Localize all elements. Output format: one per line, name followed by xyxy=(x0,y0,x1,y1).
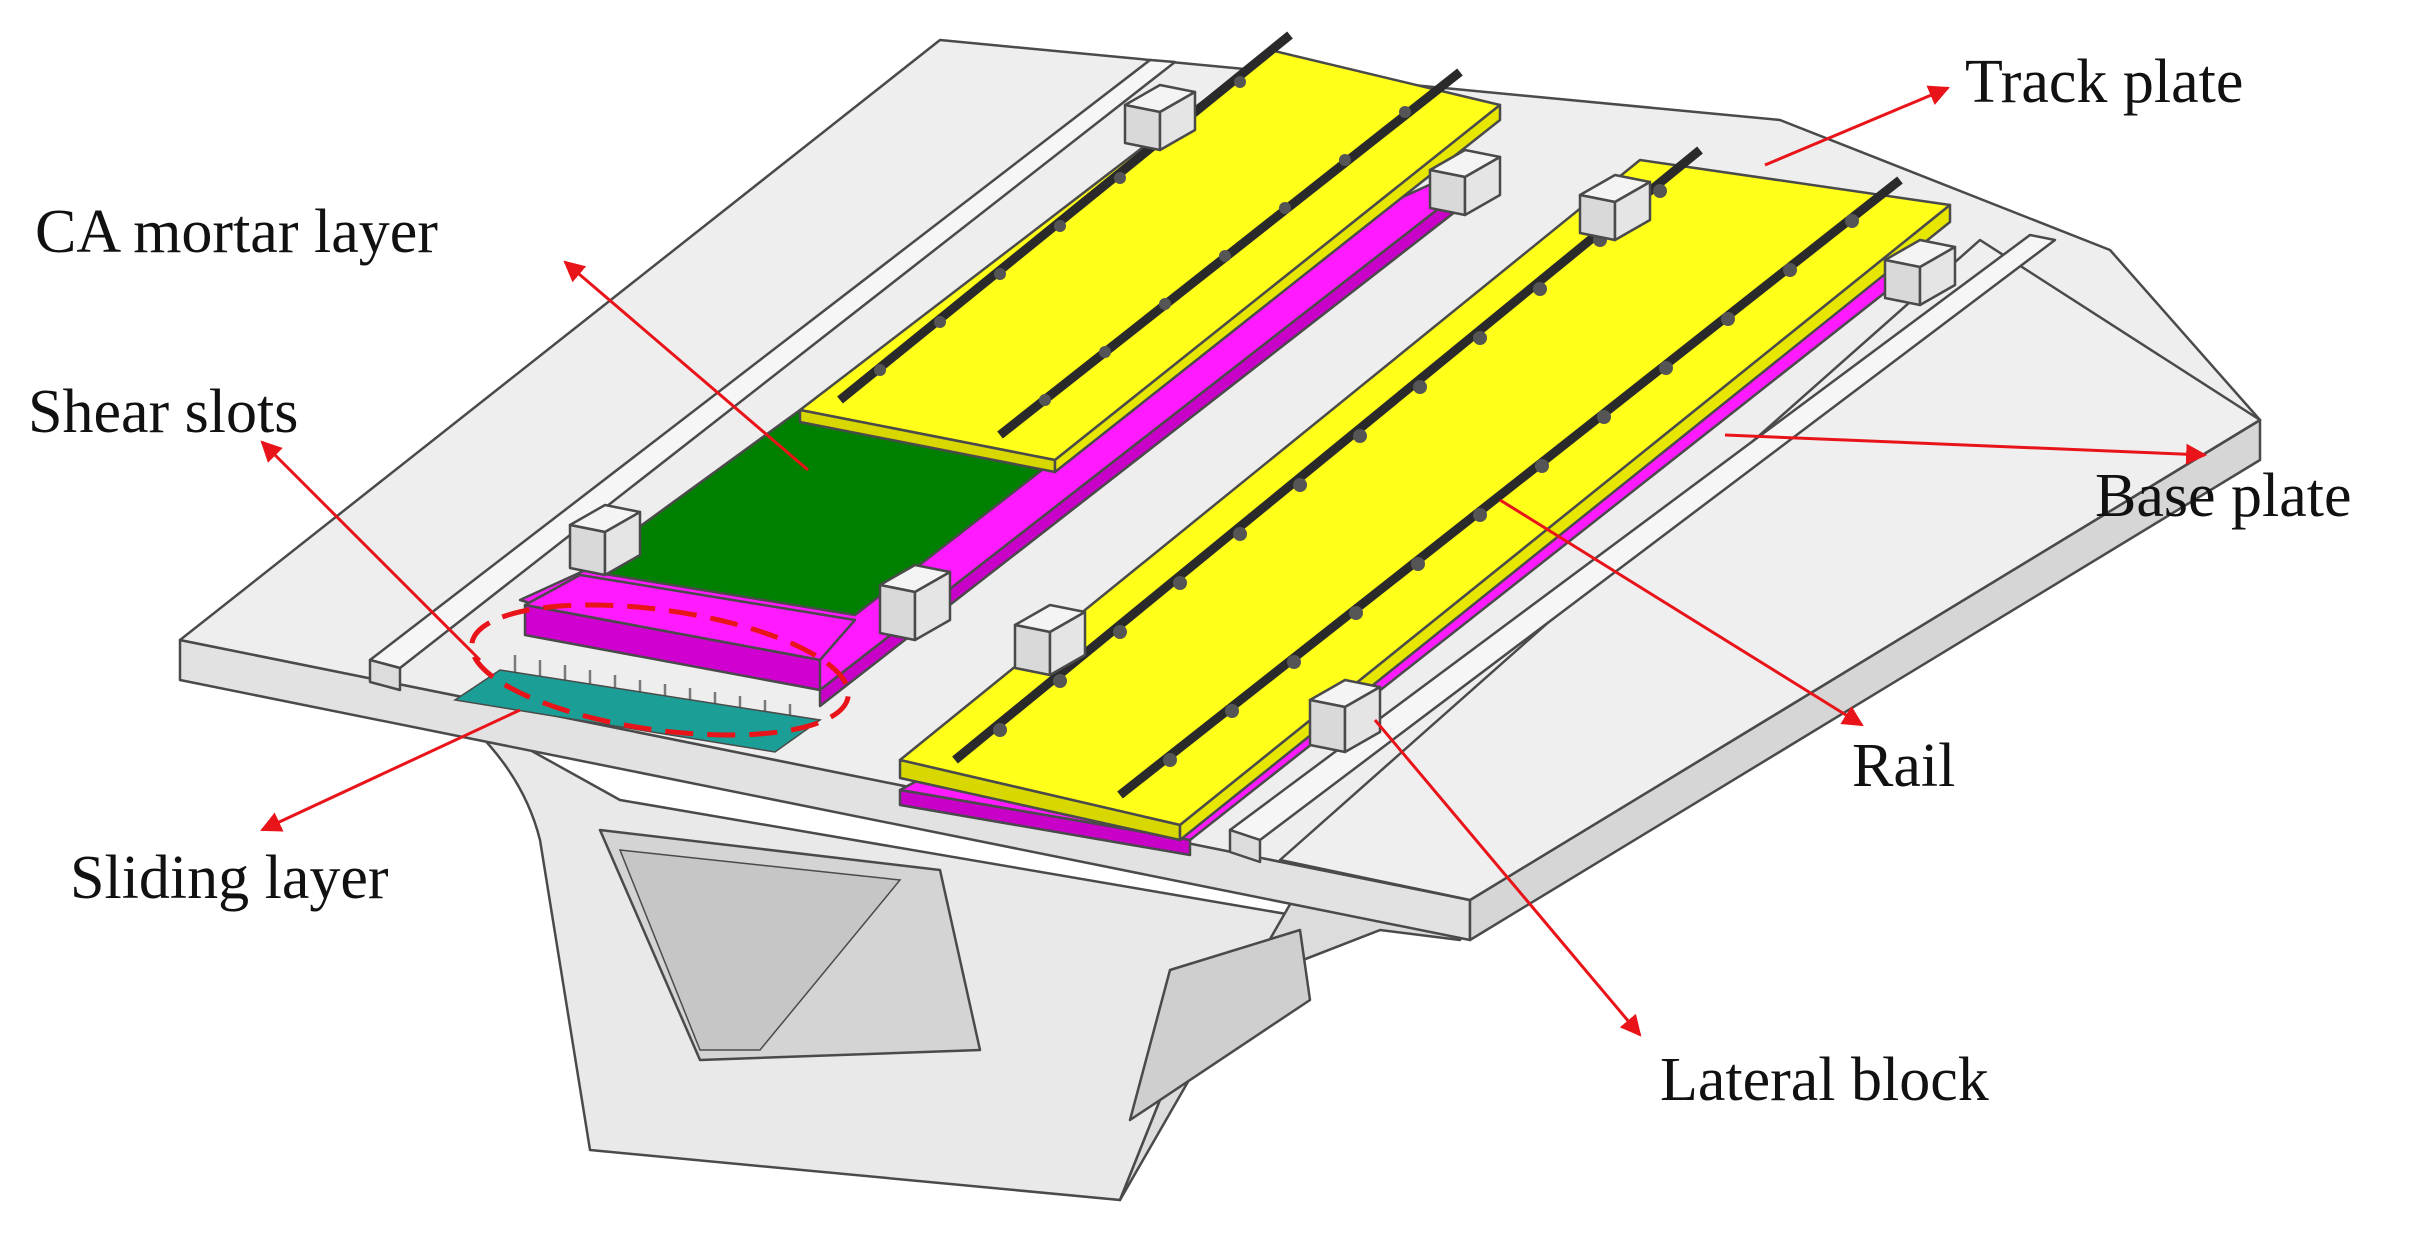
arrow-rail xyxy=(1499,498,1864,727)
right-track-plate-side xyxy=(1178,203,1952,842)
sliding-layer xyxy=(452,669,822,753)
labels: Track plate CA mortar layer Shear slots … xyxy=(28,48,2352,1114)
right-base-plate-side xyxy=(898,788,1192,857)
left-curb-side xyxy=(368,658,402,692)
lateral-block xyxy=(1013,603,1087,677)
deck-slab xyxy=(178,38,2262,942)
arrow-shear-slots xyxy=(260,440,482,662)
lateral-block xyxy=(878,563,952,642)
left-track-plate-side xyxy=(1053,103,1502,474)
label-track-plate: Track plate xyxy=(1965,48,2243,116)
label-base-plate: Base plate xyxy=(2095,462,2352,530)
lateral-block xyxy=(1883,238,1957,307)
lateral-blocks xyxy=(568,83,1957,754)
girder-cell-right xyxy=(1128,928,1312,1122)
annotation-arrows xyxy=(260,85,2208,1037)
arrow-ca-mortar xyxy=(563,260,809,472)
shear-slot-highlight xyxy=(469,602,851,738)
right-fasteners xyxy=(993,184,1859,767)
right-track xyxy=(898,146,1952,857)
lateral-block xyxy=(1428,148,1502,217)
lateral-block xyxy=(568,503,642,577)
arrow-lateral-block xyxy=(1373,719,1642,1037)
right-curb-side xyxy=(1228,828,1262,864)
arrow-base-plate xyxy=(1724,433,2208,465)
left-rail-left xyxy=(837,31,1293,404)
lateral-block xyxy=(1123,83,1197,152)
lateral-block xyxy=(1308,678,1382,754)
label-ca-mortar-layer: CA mortar layer xyxy=(35,198,438,266)
left-base-plate-end-front xyxy=(523,603,822,692)
label-shear-slots: Shear slots xyxy=(28,378,298,446)
left-track xyxy=(452,31,1502,753)
label-lateral-block: Lateral block xyxy=(1660,1046,1989,1114)
label-rail: Rail xyxy=(1852,732,1955,800)
label-sliding-layer: Sliding layer xyxy=(70,844,389,912)
girder-cell-inner xyxy=(618,849,902,1051)
arrow-sliding-layer xyxy=(260,708,521,832)
right-rail-right xyxy=(1117,176,1903,799)
arrow-track-plate xyxy=(1764,85,1950,167)
lateral-block xyxy=(1578,173,1652,242)
deck-right-wing xyxy=(1278,238,2262,902)
